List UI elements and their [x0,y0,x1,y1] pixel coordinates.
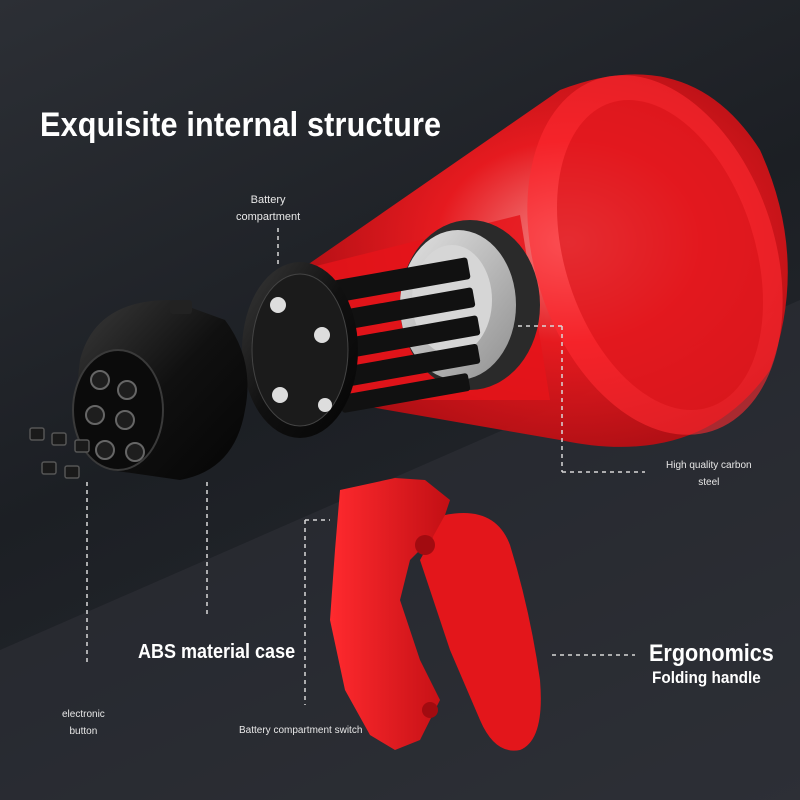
folding-handle-label: Folding handle [652,668,761,687]
battery-compartment-plate [242,262,358,438]
electronic-button-label: electronic button [62,709,105,737]
battery-holder [319,257,481,413]
folding-handle [330,478,541,751]
electronic-buttons [29,427,90,479]
battery-switch-label: Battery compartment switch [239,725,363,736]
page-title: Exquisite internal structure [40,106,442,144]
abs-rear-case [72,300,248,480]
ergonomics-label: Ergonomics [649,640,774,667]
carbon-steel-label: High quality carbon steel [666,460,752,488]
abs-case-label: ABS material case [138,641,296,663]
leader-lines [86,228,645,705]
battery-compartment-label: Battery compartment [236,194,301,223]
